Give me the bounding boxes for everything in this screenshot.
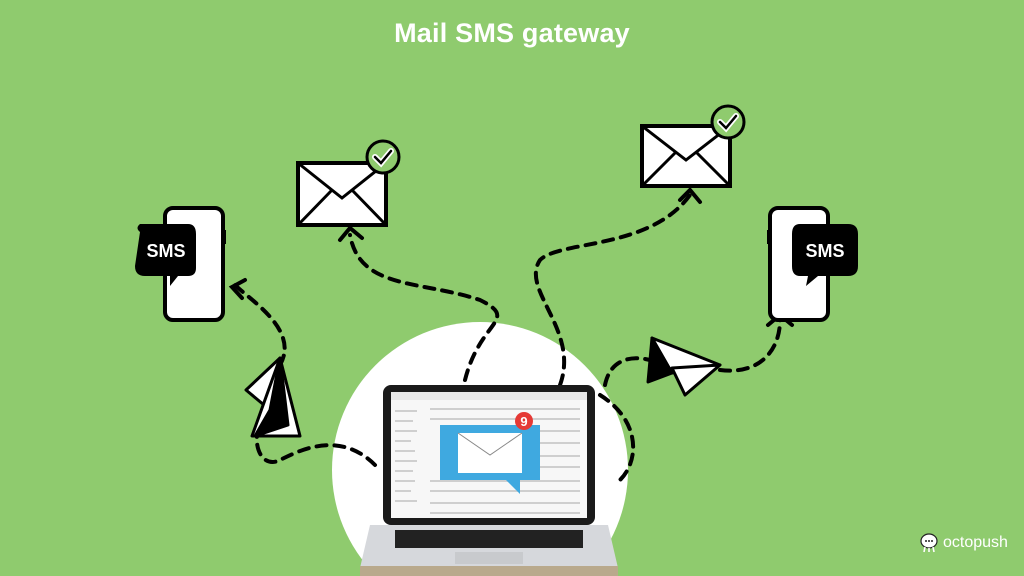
dashed-path-left-upper <box>233 283 287 367</box>
envelope-check-left-icon <box>296 139 401 227</box>
right-phone-icon <box>767 206 858 322</box>
brand-logo: octopush <box>920 533 1008 553</box>
dashed-path-left-lower <box>254 418 377 467</box>
dashed-path-right-down <box>598 393 635 482</box>
arrow-head-center-right <box>678 187 702 204</box>
dashed-path-right-lower <box>603 356 652 387</box>
envelope-check-right-icon <box>640 104 746 188</box>
octopus-icon <box>920 533 938 553</box>
paper-plane-left-icon <box>244 356 302 438</box>
page-title: Mail SMS gateway <box>394 18 630 48</box>
left-phone-icon <box>135 206 226 322</box>
dashed-path-right-upper <box>718 318 782 373</box>
laptop-icon: 9 <box>360 385 618 576</box>
brand-name: octopush <box>943 534 1008 551</box>
sms-bubble-left <box>135 224 196 286</box>
arrow-head-left <box>228 278 247 300</box>
notification-badge <box>515 412 533 430</box>
sms-label-left: SMS <box>146 241 185 261</box>
notification-count: 9 <box>520 414 527 429</box>
dashed-path-center-right <box>533 193 692 387</box>
dashed-path-center-left <box>348 233 500 382</box>
sms-bubble-right <box>792 224 858 286</box>
paper-plane-right-icon <box>646 336 722 397</box>
sms-label-right: SMS <box>805 241 844 261</box>
arrow-head-center-left <box>338 225 364 242</box>
